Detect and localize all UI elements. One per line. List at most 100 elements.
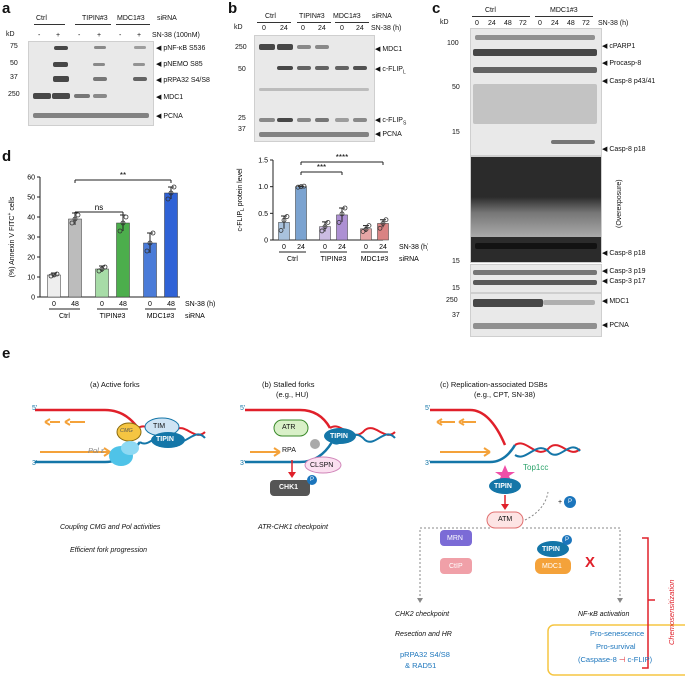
b-time-3: 0	[301, 25, 305, 32]
fork-c-mrn	[440, 530, 472, 546]
b-line-mdc1	[335, 22, 369, 23]
x-tick-label: 24	[297, 244, 305, 251]
fork-c	[417, 408, 685, 676]
x-tick-label: 48	[167, 301, 175, 308]
y-tick-label: 1.5	[258, 158, 268, 165]
b-sirna: siRNA	[372, 13, 392, 20]
a-sign-3: -	[78, 32, 81, 39]
b-mw-50: 50	[238, 66, 246, 73]
c-group-ctrl: Ctrl	[485, 7, 496, 14]
data-point	[75, 212, 81, 218]
data-point	[102, 264, 108, 270]
group-label: TIPIN#3	[100, 313, 126, 320]
e-c-box2: Pro-survival	[596, 642, 636, 651]
c-label-casp8-p43: ◀ Casp-8 p43/41	[602, 78, 656, 85]
b-time-5: 0	[340, 25, 344, 32]
significance-label: **	[120, 171, 126, 180]
a-line-mdc1	[116, 24, 150, 25]
e-c-rad51: & RAD51	[405, 661, 437, 670]
y-tick-label: 10	[27, 275, 35, 282]
a-sign-4: +	[97, 32, 102, 39]
panel-letter-c: c	[432, 0, 441, 17]
e-c-p: P	[568, 499, 573, 505]
fork-c-bracket	[642, 537, 649, 669]
c-group-mdc1: MDC1#3	[550, 7, 578, 14]
c-label-pcna: ◀ PCNA	[602, 322, 629, 329]
b-label-mdc1: ◀ MDC1	[375, 46, 403, 53]
e-b-clspn: CLSPN	[310, 462, 334, 469]
e-c-plus: +	[558, 499, 563, 506]
c-mw-15c: 15	[452, 285, 460, 292]
data-point	[168, 190, 174, 196]
y-tick-label: 60	[27, 175, 35, 182]
b-mw-25: 25	[238, 115, 246, 122]
fork-c-loop	[524, 491, 549, 521]
y-tick-label: 0	[264, 238, 268, 245]
panel-letter-d: d	[2, 148, 12, 165]
b-label-pcna: ◀ PCNA	[375, 131, 402, 138]
fork-b-rpa-blob	[310, 439, 320, 449]
c-blot-overexposure	[470, 156, 602, 263]
c-mw-50: 50	[452, 84, 460, 91]
e-b-3prime: 3'	[240, 460, 246, 467]
e-b-line1: ATR-CHK1 checkpoint	[258, 524, 328, 531]
b-time-2: 24	[280, 25, 288, 32]
y-tick-label: 0	[31, 295, 35, 302]
e-a-pol: Pol ε	[88, 446, 105, 455]
group-axis-label: siRNA	[399, 256, 419, 263]
fork-c-ctip	[440, 558, 472, 574]
fork-b-arrowhead	[288, 472, 296, 478]
fork-b-chk1	[270, 480, 310, 496]
e-c-3prime: 3'	[425, 460, 431, 467]
e-title-a: (a) Active forks	[90, 380, 140, 389]
a-label-pnfkb: ◀ pNF-κB S536	[156, 45, 206, 52]
c-line-ctrl	[472, 16, 530, 17]
group-label: MDC1#3	[147, 313, 175, 320]
fork-c-tipin2	[537, 541, 569, 557]
panel-letter-a: a	[2, 0, 11, 17]
e-a-cmg: CMG	[120, 428, 133, 434]
e-a-5prime: 5'	[32, 405, 38, 412]
e-b-atr: ATR	[282, 424, 296, 431]
significance-label: ***	[317, 163, 326, 172]
c-time-label: SN-38 (h)	[598, 20, 629, 27]
bar	[116, 222, 130, 298]
b-line-ctrl	[257, 22, 291, 23]
fork-b-chk1-p	[307, 475, 317, 485]
c-time-3: 48	[504, 20, 512, 27]
c-time-6: 24	[551, 20, 559, 27]
c-label-casp3-p17: ◀ Casp-3 p17	[602, 278, 646, 285]
data-point	[342, 205, 348, 211]
e-c-nfkb: NF-κB activation	[578, 611, 630, 618]
e-c-atm: ATM	[498, 516, 513, 523]
e-c-tipin2-p: P	[565, 537, 570, 543]
c-mw-100: 100	[447, 40, 459, 47]
fork-b-tipin	[324, 428, 356, 444]
e-c-mdc1: MDC1	[542, 563, 562, 570]
fork-c-arrow1	[436, 418, 455, 426]
x-tick-label: 0	[100, 301, 104, 308]
e-title-c: (c) Replication-associated DSBs	[440, 380, 548, 389]
fork-c-box	[547, 624, 685, 676]
e-a-3prime: 3'	[32, 460, 38, 467]
fork-c-helix-red	[514, 442, 581, 453]
significance-label: ns	[95, 203, 103, 212]
fork-b-clspn	[304, 456, 342, 474]
c-mw-250: 250	[446, 297, 458, 304]
c-label-procasp8: ◀ Procasp-8	[602, 60, 642, 67]
data-point	[54, 271, 60, 277]
y-tick-label: 0.5	[258, 211, 268, 218]
e-a-tipin: TIPIN	[156, 436, 174, 443]
e-c-reshr: Resection and HR	[395, 631, 452, 638]
b-kd: kD	[234, 24, 243, 31]
a-group-ctrl: Ctrl	[36, 15, 47, 22]
data-point	[123, 214, 129, 220]
c-mw-15b: 15	[452, 258, 460, 265]
group-axis-label: siRNA	[185, 313, 205, 320]
a-label-pcna: ◀ PCNA	[156, 113, 183, 120]
e-c-5prime: 5'	[425, 405, 431, 412]
c-blot-casp3	[470, 264, 602, 293]
b-line-tipin	[297, 22, 331, 23]
fork-b-red	[245, 408, 332, 429]
b-group-tipin: TIPIN#3	[299, 13, 325, 20]
